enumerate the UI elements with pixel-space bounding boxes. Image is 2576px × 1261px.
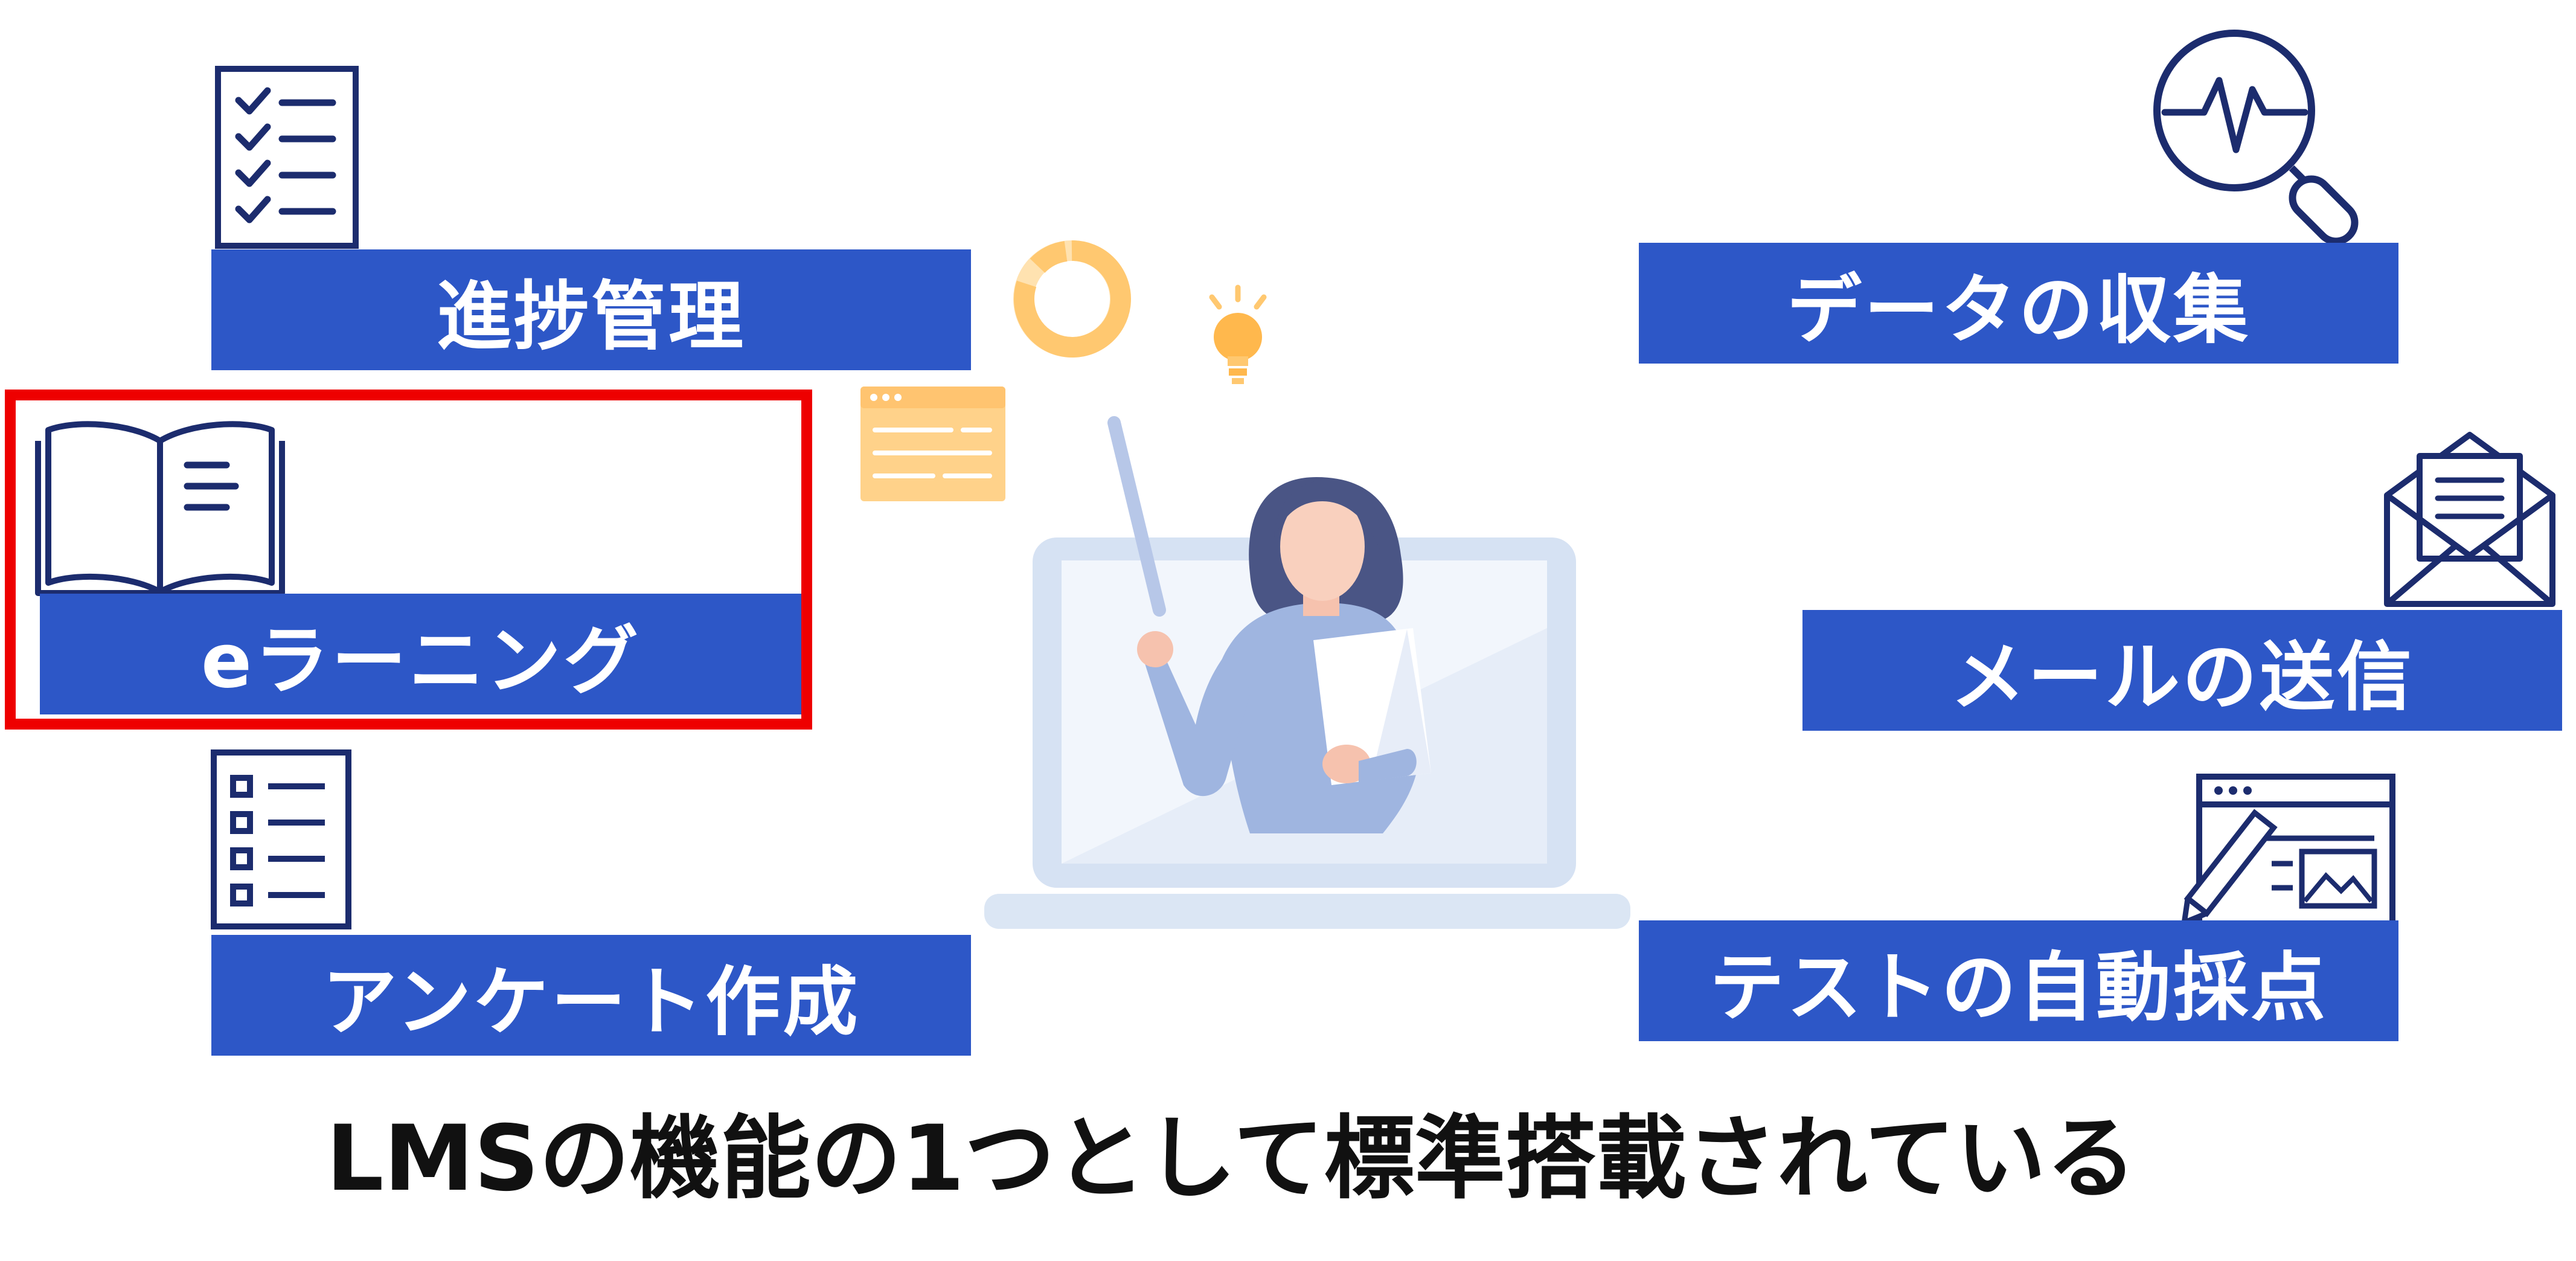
survey-list-icon	[211, 749, 351, 929]
light-bulb-icon	[1209, 284, 1267, 384]
elearning-label: eラーニング	[40, 594, 802, 714]
open-book-icon	[35, 421, 285, 596]
progress-management-label: 進捗管理	[211, 249, 971, 370]
magnifier-pulse-icon	[2153, 30, 2359, 245]
window-card-icon	[860, 387, 1005, 501]
teacher-laptop-illustration	[984, 416, 1630, 929]
data-collection-label: データの収集	[1639, 243, 2398, 364]
browser-edit-icon	[2181, 774, 2395, 929]
checklist-icon	[215, 66, 359, 249]
mail-sending-label: メールの送信	[1802, 610, 2562, 731]
elearning-highlight-frame	[5, 390, 812, 730]
envelope-letter-icon	[2384, 432, 2555, 607]
test-auto-grading-label: テストの自動採点	[1639, 920, 2398, 1041]
survey-creation-label: アンケート作成	[211, 935, 971, 1056]
donut-chart-icon	[1013, 240, 1131, 358]
caption-text: LMSの機能の1つとして標準搭載されている	[326, 1106, 2137, 1211]
